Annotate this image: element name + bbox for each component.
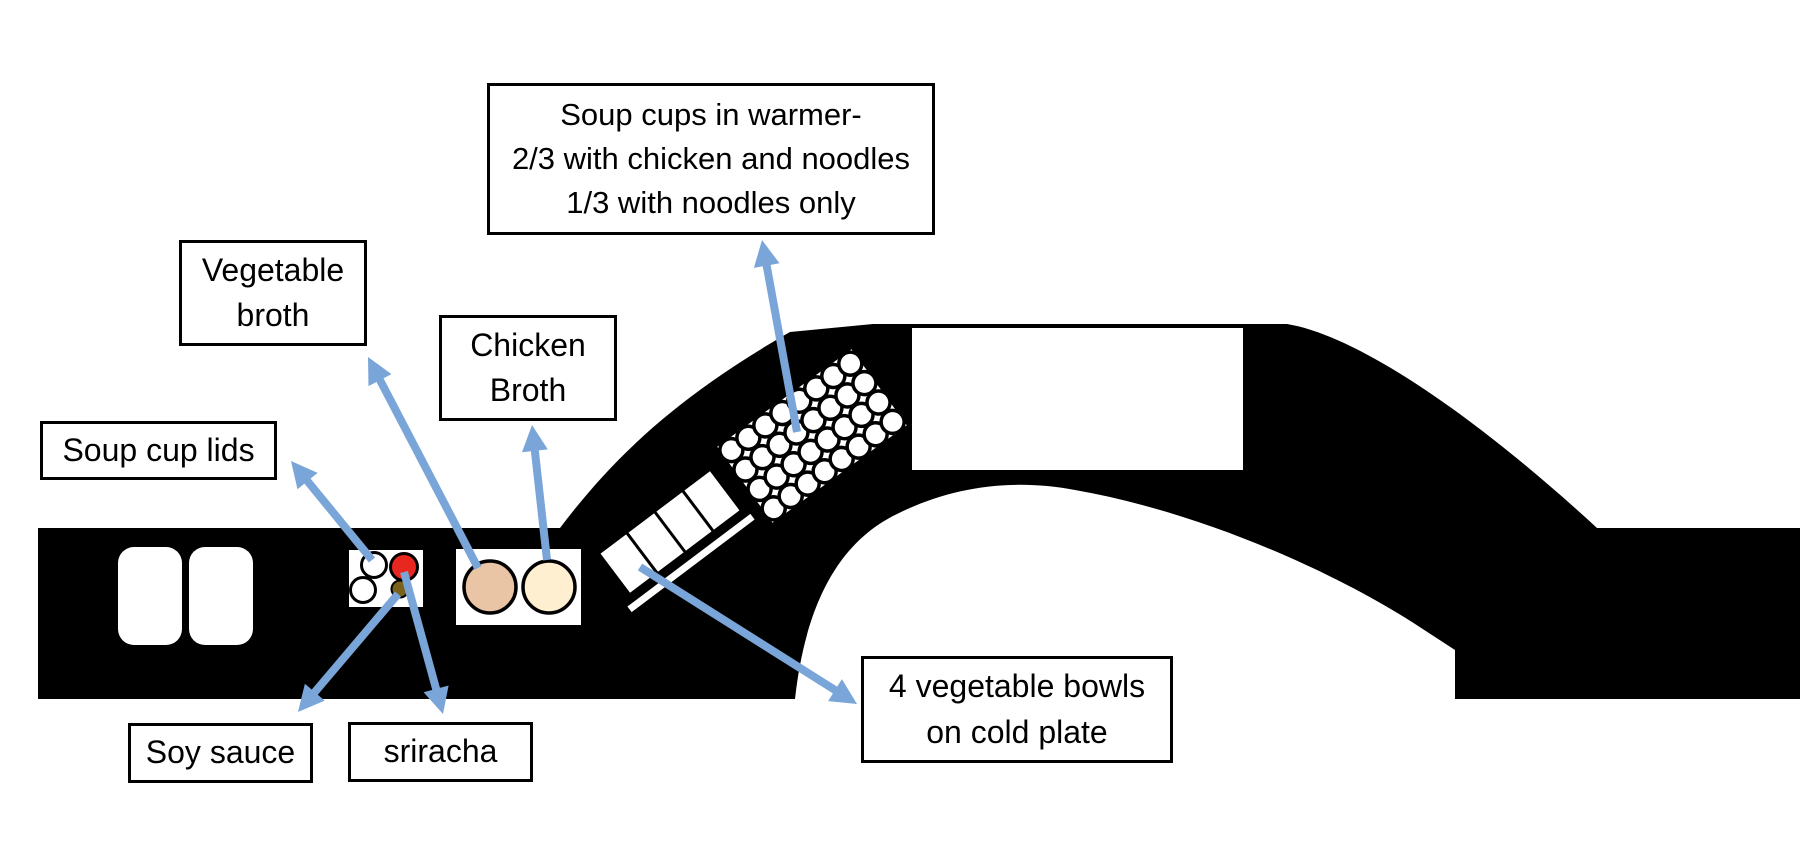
label-chicken-broth: Chicken Broth [439, 315, 617, 421]
tray-pair [118, 547, 253, 645]
label-soup-cups-warmer: Soup cups in warmer- 2/3 with chicken an… [487, 83, 935, 235]
soup-cup-warmer-grid [718, 350, 906, 522]
arrow-vegetable-broth [368, 357, 482, 570]
tray-slide-rail [627, 513, 755, 613]
label-soy-sauce: Soy sauce [128, 723, 313, 783]
arrow-chicken-broth [522, 425, 551, 561]
soup-cup-warmer [714, 346, 910, 526]
arrow-vegetable-bowls [637, 563, 857, 704]
label-vegetable-bowls: 4 vegetable bowls on cold plate [861, 656, 1173, 763]
arrow-soy-sauce [298, 591, 402, 712]
cold-plate [596, 467, 744, 597]
tray-left [118, 547, 182, 645]
tray-right [189, 547, 253, 645]
callout-arrows [291, 240, 857, 714]
soup-cup-lid-dot-2 [349, 576, 377, 604]
vegetable-broth-pot [462, 559, 518, 615]
label-soup-cup-lids: Soup cup lids [40, 421, 277, 480]
chicken-broth-pot [521, 559, 577, 615]
arrow-sriracha [400, 570, 449, 714]
soup-cup [879, 408, 906, 436]
arrow-soup-cup-lids [291, 461, 376, 563]
arrow-soup-cup-warmer [753, 240, 801, 433]
label-sriracha: sriracha [348, 722, 533, 782]
service-window [912, 328, 1243, 470]
broth-plate [456, 549, 581, 625]
label-vegetable-broth: Vegetable broth [179, 240, 367, 346]
